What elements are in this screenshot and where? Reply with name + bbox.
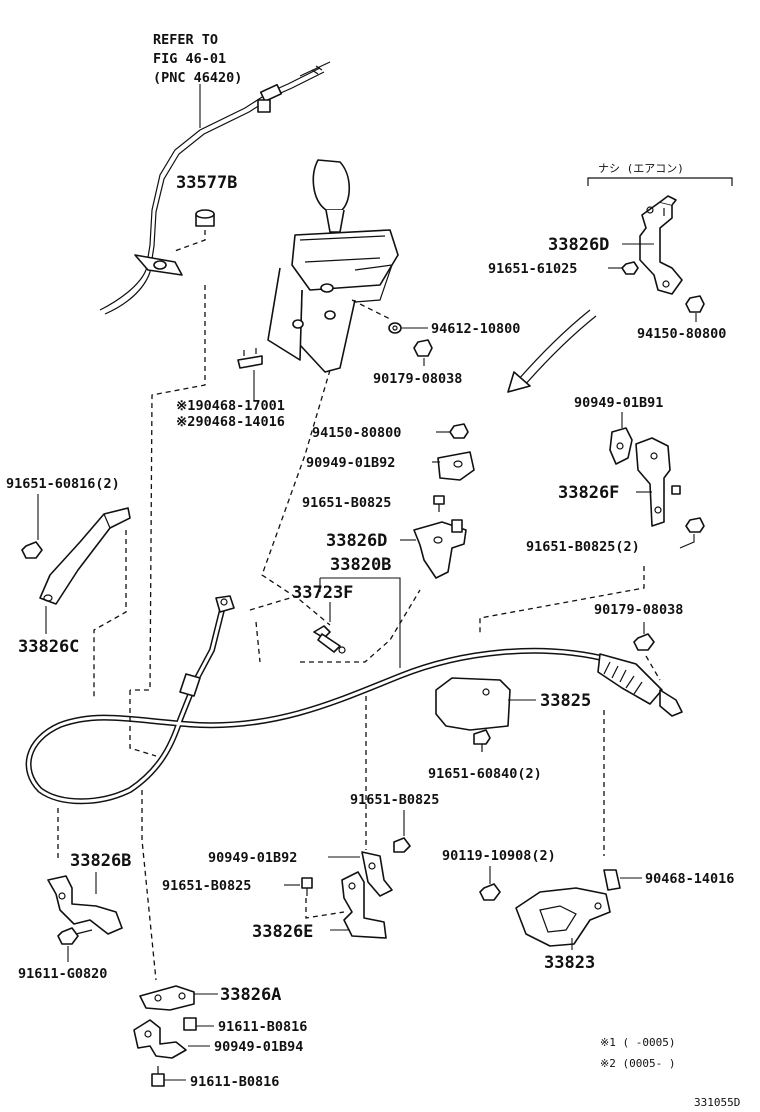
- part-33826D-top-label: 33826D: [548, 235, 609, 255]
- bolt-icon: [393, 837, 411, 853]
- nut-icon: [413, 339, 433, 357]
- clip-90468-14016: [603, 869, 621, 891]
- part-33823-label: 33823: [544, 953, 595, 973]
- part-90949-01B91-label: 90949-01B91: [574, 395, 663, 411]
- part-90468-14016-label: ※290468-14016: [176, 414, 285, 430]
- cable-clamp: [134, 254, 183, 276]
- bracket-90949-01B91: [609, 427, 633, 465]
- bolt-icon: [473, 729, 491, 752]
- refer-note-line2: FIG 46-01: [153, 51, 226, 67]
- nut-icon: [449, 423, 469, 439]
- washer-icon: [388, 322, 402, 334]
- part-91651-B0825-a-label: 91651-B0825: [302, 495, 391, 511]
- figure-code: 331055D: [694, 1096, 740, 1109]
- bracket-33823: [515, 887, 611, 947]
- bolt-icon: [479, 883, 501, 901]
- nut-icon: [633, 633, 655, 651]
- bolt-icon: [433, 495, 445, 512]
- bolt-icon: [183, 1017, 197, 1031]
- grommet-33577B: [195, 209, 215, 227]
- part-91611-B0816-b-label: 91611-B0816: [190, 1074, 279, 1090]
- footnote-2: ※2 (0005- ): [600, 1057, 675, 1070]
- footnote-1: ※1 ( -0005): [600, 1036, 675, 1049]
- bolt-icon: [301, 877, 313, 896]
- part-90949-01B92-a-label: 90949-01B92: [306, 455, 395, 471]
- control-cable-33820B: [25, 595, 683, 805]
- part-33826B-label: 33826B: [70, 851, 131, 871]
- part-33826F-label: 33826F: [558, 483, 619, 503]
- part-33577B-label: 33577B: [176, 173, 237, 193]
- bracket-33826D-top: [639, 195, 683, 295]
- bracket-33826A: [139, 985, 195, 1011]
- part-91611-G0820-label: 91611-G0820: [18, 966, 107, 982]
- bolt-icon: [57, 927, 93, 945]
- bolt-icon: [621, 261, 639, 275]
- part-90119-10908-2-label: 90119-10908(2): [442, 848, 556, 864]
- part-90468-14016-b-label: 90468-14016: [645, 871, 734, 887]
- bracket-33826E: [341, 871, 387, 939]
- refer-note-line1: REFER TO: [153, 32, 218, 48]
- bolt-icon: [21, 541, 43, 559]
- part-91651-60816-2-label: 91651-60816(2): [6, 476, 120, 492]
- part-33826C-label: 33826C: [18, 637, 79, 657]
- upper-shift-cable: [99, 61, 331, 315]
- part-91651-B0825-b-label: 91651-B0825: [350, 792, 439, 808]
- part-90949-01B92-b-label: 90949-01B92: [208, 850, 297, 866]
- part-91651-60840-2-label: 91651-60840(2): [428, 766, 542, 782]
- part-94150-80800-b-label: 94150-80800: [312, 425, 401, 441]
- part-33825-label: 33825: [540, 691, 591, 711]
- part-33820B-label: 33820B: [330, 555, 391, 575]
- part-90179-08038-a-label: 90179-08038: [373, 371, 462, 387]
- part-91651-61025-label: 91651-61025: [488, 261, 577, 277]
- refer-note-line3: (PNC 46420): [153, 70, 242, 86]
- bracket-90949-01B92-b: [361, 851, 393, 897]
- part-94150-80800-a-label: 94150-80800: [637, 326, 726, 342]
- bracket-33826C: [39, 507, 131, 605]
- bracket-33826D-mid: [413, 519, 467, 579]
- part-90468-17001-label: ※190468-17001: [176, 398, 285, 414]
- bracket-33825: [435, 677, 511, 731]
- bracket-33826B: [47, 875, 123, 935]
- part-90179-08038-b-label: 90179-08038: [594, 602, 683, 618]
- direction-arrow-icon: [507, 309, 597, 393]
- part-33826D-mid-label: 33826D: [326, 531, 387, 551]
- bolt-icon: [685, 517, 705, 533]
- part-90949-01B94-label: 90949-01B94: [214, 1039, 303, 1055]
- bracket-33826F: [635, 437, 681, 527]
- part-91611-B0816-a-label: 91611-B0816: [218, 1019, 307, 1035]
- part-91651-B0825-c-label: 91651-B0825: [162, 878, 251, 894]
- part-33826A-label: 33826A: [220, 985, 281, 1005]
- nashi-note: ナシ (エアコン): [598, 162, 684, 175]
- part-94612-10800-label: 94612-10800: [431, 321, 520, 337]
- part-33826E-label: 33826E: [252, 922, 313, 942]
- pin-33723F: [313, 625, 346, 654]
- nut-icon: [685, 295, 705, 313]
- bolt-icon: [151, 1066, 165, 1087]
- clip-90468: [237, 348, 263, 369]
- part-33723F-label: 33723F: [292, 583, 353, 603]
- bracket-90949-01B94: [133, 1019, 187, 1059]
- bracket-90949-01B92-a: [437, 451, 475, 481]
- shift-lever-assembly: [267, 159, 399, 373]
- part-91651-B0825-2-label: 91651-B0825(2): [526, 539, 640, 555]
